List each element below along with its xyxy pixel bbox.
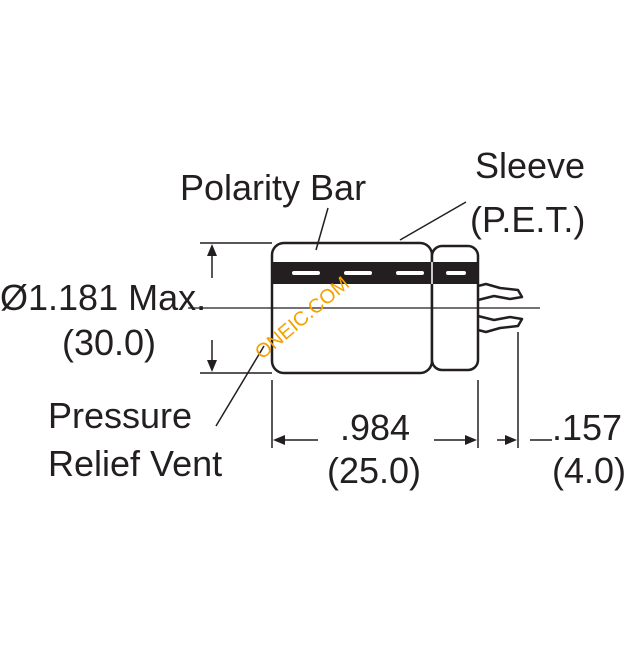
lead-spacing-label: .157 [552, 407, 622, 448]
polarity-band [273, 262, 477, 284]
pressure-vent-leader [215, 345, 265, 427]
sleeve-label: Sleeve [475, 145, 585, 186]
terminal-lead-bottom [477, 314, 524, 334]
relief-vent-label: Relief Vent [48, 443, 222, 484]
length-arrow-right [465, 435, 477, 445]
terminal-lead-top [477, 282, 524, 302]
lead-spacing-mm-label: (4.0) [552, 450, 626, 491]
length-label: .984 [340, 407, 410, 448]
polarity-bar-label: Polarity Bar [180, 167, 366, 208]
diameter-label: Ø1.181 Max. [0, 277, 206, 318]
leader-lines [215, 201, 467, 427]
length-mm-label: (25.0) [327, 450, 421, 491]
sleeve-material-label: (P.E.T.) [470, 199, 585, 240]
sleeve-leader [399, 201, 467, 241]
lead-spacing-dimension [497, 332, 552, 448]
pressure-label: Pressure [48, 395, 192, 436]
diameter-mm-label: (30.0) [62, 322, 156, 363]
length-dimension [271, 380, 479, 448]
polarity-bar-leader [315, 207, 329, 251]
diameter-dimension [200, 242, 272, 374]
length-arrow-left [273, 435, 285, 445]
lead-spacing-arrow-left [505, 435, 517, 445]
terminal-leads [477, 282, 524, 334]
diameter-arrow-up [207, 244, 217, 256]
diameter-arrow-down [207, 360, 217, 372]
